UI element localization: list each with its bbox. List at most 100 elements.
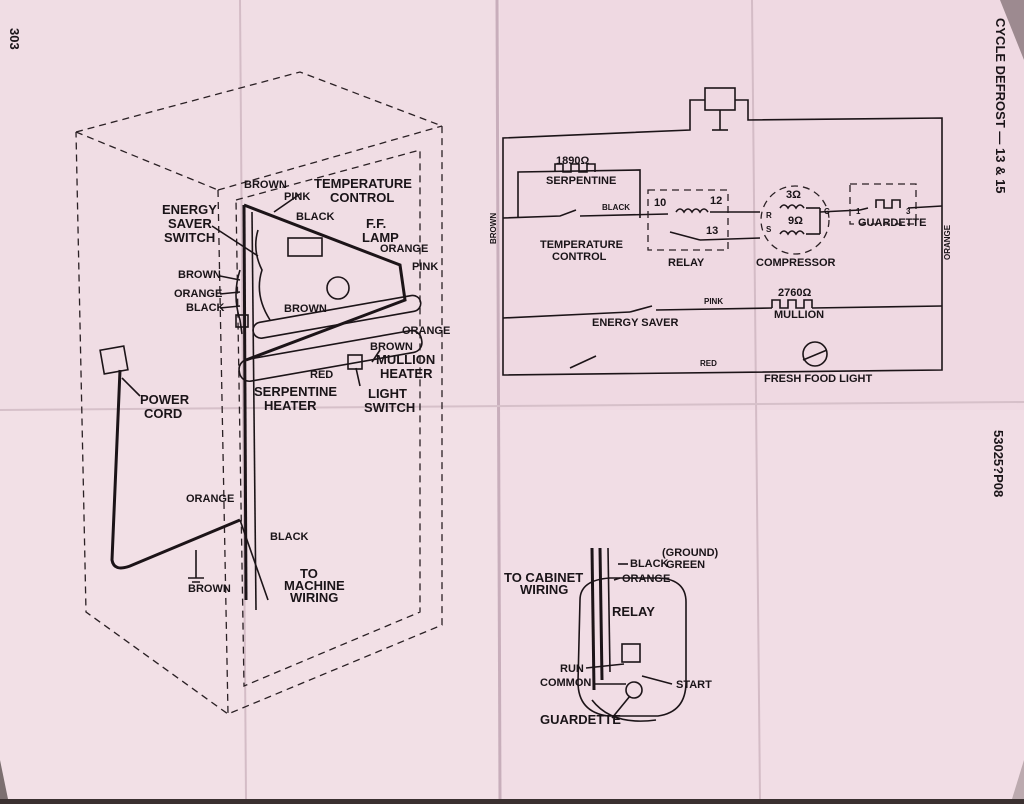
temperature-control-body — [287, 237, 323, 257]
compressor-circle — [760, 185, 830, 255]
fold-crease — [0, 401, 1024, 411]
label-start: START — [676, 679, 712, 691]
label-mullion-heater-2: HEATER — [380, 366, 433, 381]
label-mullion: MULLION — [774, 309, 824, 321]
label-orange-mid: ORANGE — [402, 325, 450, 337]
relay-body — [621, 643, 641, 663]
label-pink-right: PINK — [412, 261, 438, 273]
guardette-body — [625, 681, 643, 699]
label-fresh-food-light: FRESH FOOD LIGHT — [764, 373, 872, 385]
label-black-top: BLACK — [296, 211, 335, 223]
label-pin-s: S — [766, 225, 772, 234]
label-energy-saver-1: ENERGY — [162, 202, 217, 217]
label-power-cord-2: CORD — [144, 406, 182, 421]
label-brown-bottom: BROWN — [188, 583, 231, 595]
label-pink-schematic: PINK — [704, 297, 723, 306]
label-brown-left: BROWN — [178, 269, 221, 281]
fold-crease — [495, 0, 502, 800]
label-temperature-control-schematic-2: CONTROL — [552, 251, 607, 263]
label-run: RUN — [560, 663, 584, 675]
label-guardette-schematic: GUARDETTE — [858, 217, 926, 229]
label-guardette-detail: GUARDETTE — [540, 712, 621, 727]
relay-box — [647, 189, 729, 251]
label-pin-c: C — [824, 207, 830, 216]
mullion-resistor — [771, 299, 813, 309]
label-black-bottom: BLACK — [270, 531, 309, 543]
label-relay-pin-13: 13 — [706, 225, 718, 237]
label-pin-r: R — [766, 211, 772, 220]
label-guardette-pin-1: 1 — [856, 207, 861, 216]
power-cord-wire — [110, 369, 241, 570]
fresh-food-light-symbol — [802, 341, 828, 367]
label-energy-saver-2: SAVER — [168, 216, 212, 231]
label-relay-schematic: RELAY — [668, 257, 705, 269]
compressor-detail-diagram — [577, 547, 687, 722]
label-energy-saver-3: SWITCH — [164, 230, 215, 245]
label-to-machine-wiring-3: WIRING — [290, 590, 338, 605]
label-to-cabinet-wiring-2: WIRING — [520, 582, 568, 597]
cabinet-outline — [75, 71, 443, 715]
light-switch-body — [347, 354, 363, 370]
label-orange-right: ORANGE — [380, 243, 428, 255]
label-brown-heater: BROWN — [370, 341, 413, 353]
supply-loop — [502, 99, 943, 376]
label-to-machine-wiring-2: MACHINE — [284, 578, 345, 593]
mullion-heater-loop — [238, 329, 423, 383]
label-temperature-control-schematic-1: TEMPERATURE — [540, 239, 623, 251]
label-to-cabinet-wiring-1: TO CABINET — [504, 570, 583, 585]
label-red: RED — [310, 369, 333, 381]
pictorial-diagram — [75, 71, 443, 715]
ff-lamp-bulb — [326, 276, 350, 300]
side-title: CYCLE DEFROST — 13 & 15 — [993, 18, 1008, 194]
label-serpentine-heater-2: HEATER — [264, 398, 317, 413]
label-ff-lamp-1: F.F. — [366, 216, 386, 231]
fold-crease — [751, 0, 761, 800]
label-black-schematic: BLACK — [602, 203, 630, 212]
label-brown-mid: BROWN — [284, 303, 327, 315]
label-mullion-ohms: 2760Ω — [778, 287, 811, 299]
compressor-housing — [577, 577, 687, 717]
label-energy-saver: ENERGY SAVER — [592, 317, 678, 329]
label-common: COMMON — [540, 677, 591, 689]
label-pink-top: PINK — [284, 191, 310, 203]
label-light-switch-1: LIGHT — [368, 386, 407, 401]
schematic-diagram — [502, 87, 943, 376]
label-red-schematic: RED — [700, 359, 717, 368]
label-power-cord-1: POWER — [140, 392, 190, 407]
label-mullion-heater-1: MULLION — [376, 352, 435, 367]
label-light-switch-2: SWITCH — [364, 400, 415, 415]
label-serpentine-ohms: 1890Ω — [556, 155, 589, 167]
page-number: 303 — [7, 28, 22, 50]
label-orange-detail: ORANGE — [622, 573, 670, 585]
label-guardette-pin-3: 3 — [906, 207, 911, 216]
label-serpentine-heater-1: SERPENTINE — [254, 384, 337, 399]
label-to-machine-wiring-1: TO — [300, 566, 318, 581]
label-orange-left: ORANGE — [174, 288, 222, 300]
label-brown-top: BROWN — [244, 179, 287, 191]
label-compressor-ohms-top: 3Ω — [786, 189, 801, 201]
serpentine-resistor — [554, 163, 596, 173]
label-compressor-ohms-bottom: 9Ω — [788, 215, 803, 227]
label-temperature-control-1: TEMPERATURE — [314, 176, 412, 191]
label-ff-lamp-2: LAMP — [362, 230, 399, 245]
label-relay-pin-12: 12 — [710, 195, 722, 207]
label-relay-pin-10: 10 — [654, 197, 666, 209]
guardette-box — [849, 183, 917, 225]
label-black-left: BLACK — [186, 302, 225, 314]
label-black-detail: BLACK — [630, 558, 669, 570]
label-orange-bottom: ORANGE — [186, 493, 234, 505]
label-ground: (GROUND) — [662, 547, 719, 559]
fold-crease — [239, 0, 247, 800]
guardette-element — [859, 199, 901, 211]
wire-harness — [243, 203, 407, 362]
part-number: 53025?P08 — [991, 430, 1006, 497]
relay-coil — [675, 208, 709, 214]
power-plug — [99, 345, 129, 375]
label-relay-detail: RELAY — [612, 604, 655, 619]
label-temperature-control-2: CONTROL — [330, 190, 394, 205]
label-compressor: COMPRESSOR — [756, 257, 836, 269]
label-brown-schematic: BROWN — [489, 213, 498, 244]
label-green: GREEN — [666, 559, 705, 571]
